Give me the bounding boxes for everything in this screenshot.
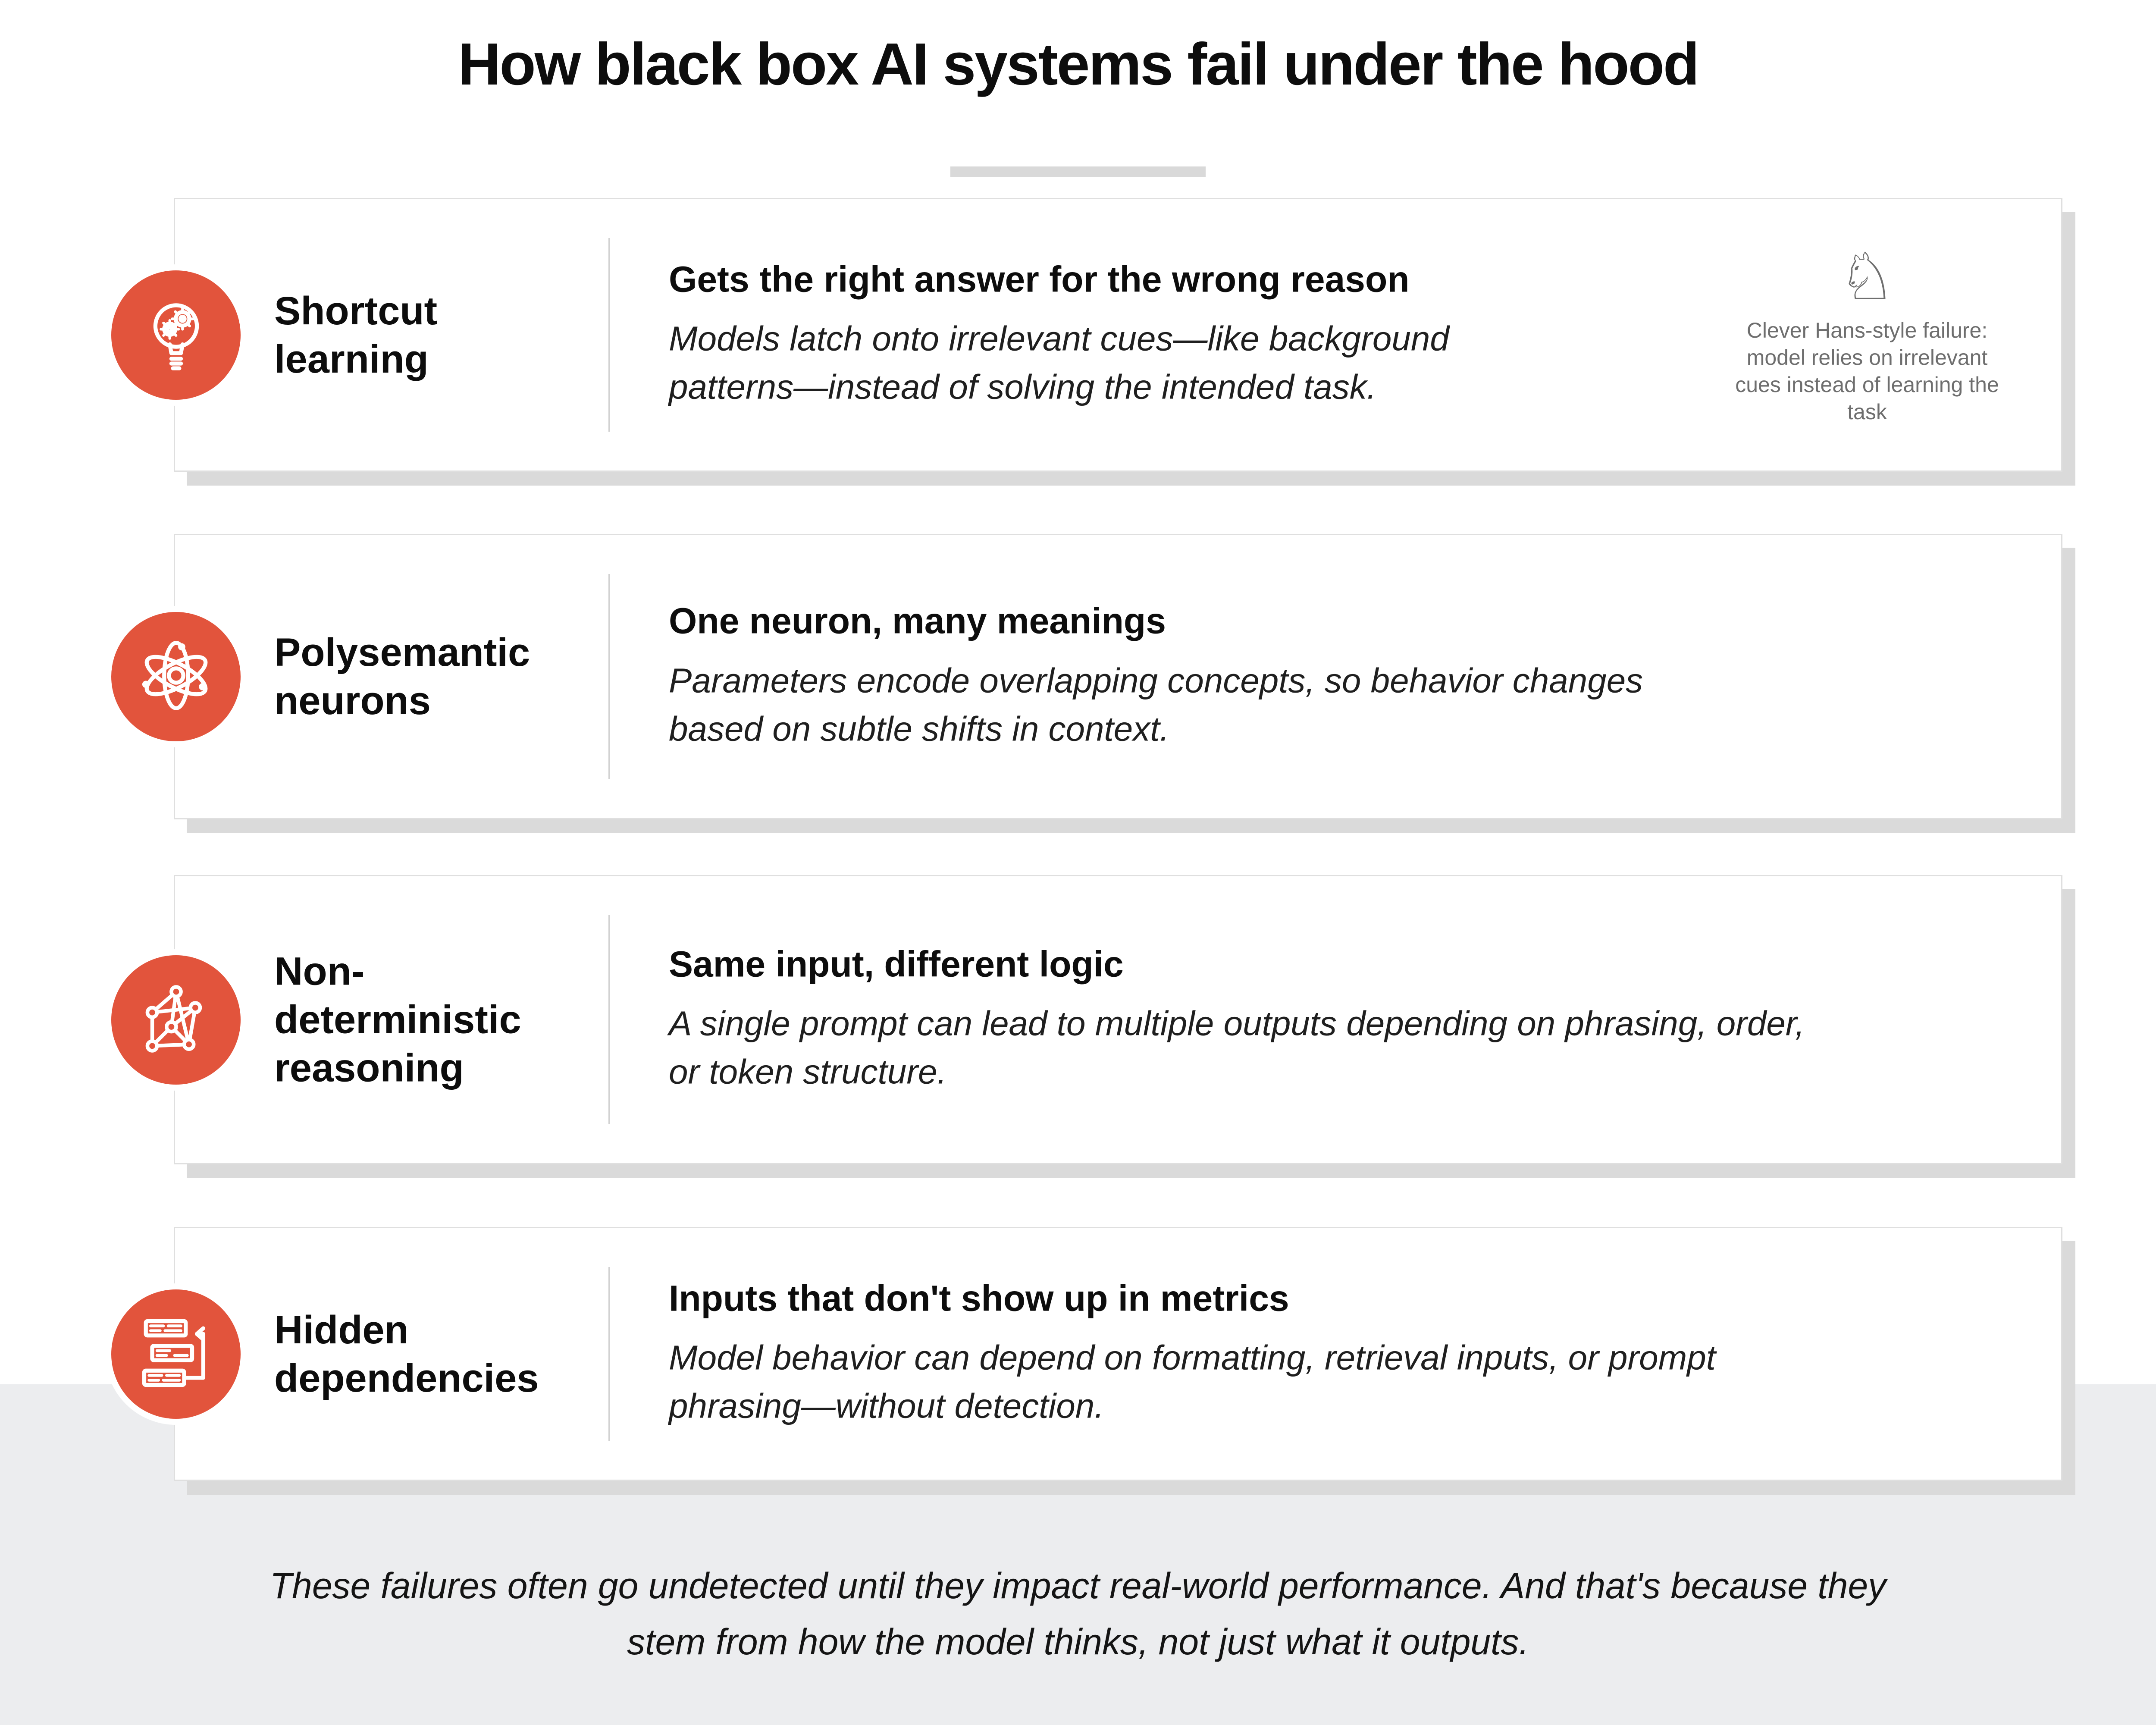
row-label: Polysemantic neurons	[274, 630, 530, 723]
footer-note: These failures often go undetected until…	[0, 1558, 2156, 1670]
non-deterministic-badge	[105, 949, 247, 1091]
chess-knight-icon: ♘	[1838, 239, 1896, 314]
vertical-divider	[608, 915, 610, 1124]
page-title: How black box AI systems fail under the …	[458, 31, 1699, 97]
card-polysemantic-neurons: Polysemantic neurons One neuron, many me…	[105, 534, 2062, 819]
footer-line-2: stem from how the model thinks, not just…	[627, 1622, 1529, 1662]
row-heading: Inputs that don't show up in metrics	[669, 1278, 1289, 1319]
row-text-column: Gets the right answer for the wrong reas…	[669, 258, 1583, 411]
row-body: Model behavior can depend on formatting,…	[669, 1338, 1716, 1425]
row-heading: One neuron, many meanings	[669, 600, 1166, 641]
card-non-deterministic-reasoning: Non-deterministic reasoning Same input, …	[105, 875, 2062, 1164]
row-heading: Same input, different logic	[669, 944, 1124, 985]
row-label: Shortcut learning	[274, 289, 438, 381]
network-graph-icon	[136, 979, 216, 1061]
atom-icon	[136, 636, 216, 718]
row-heading: Gets the right answer for the wrong reas…	[669, 259, 1410, 300]
row-body: Parameters encode overlapping concepts, …	[669, 661, 1643, 748]
row-body: Models latch onto irrelevant cues—like b…	[669, 319, 1449, 406]
footer-line-1: These failures often go undetected until…	[270, 1565, 1887, 1606]
row-text-column: One neuron, many meanings Parameters enc…	[669, 600, 1678, 753]
row-label: Non-deterministic reasoning	[274, 949, 521, 1090]
stacked-documents-loop-icon	[136, 1313, 216, 1395]
vertical-divider	[608, 238, 610, 432]
note-text: Clever Hans-style failure: model relies …	[1735, 318, 1999, 424]
hidden-dependencies-badge	[105, 1283, 247, 1425]
lightbulb-gears-icon	[136, 294, 216, 376]
card-shortcut-learning: Shortcut learning Gets the right answer …	[105, 198, 2062, 472]
row-text-column: Same input, different logic A single pro…	[669, 943, 1811, 1096]
title-divider	[950, 166, 1206, 177]
row-label: Hidden dependencies	[274, 1308, 539, 1400]
clever-hans-note: ♘ Clever Hans-style failure: model relie…	[1729, 245, 2005, 426]
polysemantic-neurons-badge	[105, 606, 247, 747]
vertical-divider	[608, 1267, 610, 1441]
row-body: A single prompt can lead to multiple out…	[669, 1004, 1805, 1091]
row-text-column: Inputs that don't show up in metrics Mod…	[669, 1277, 1855, 1430]
vertical-divider	[608, 574, 610, 779]
shortcut-learning-badge	[105, 264, 247, 406]
card-hidden-dependencies: Hidden dependencies Inputs that don't sh…	[105, 1227, 2062, 1481]
